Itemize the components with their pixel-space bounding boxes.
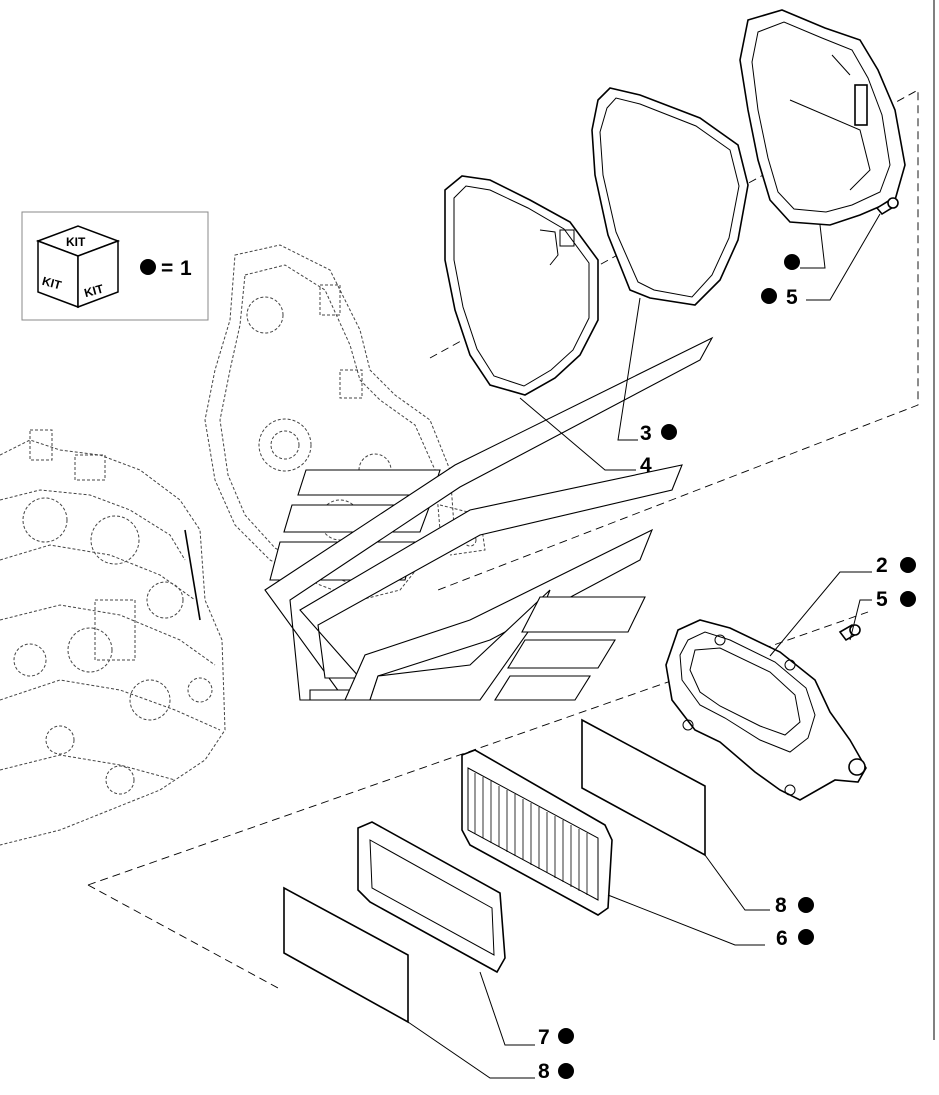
filter-cover-part-2	[665, 619, 867, 801]
timing-cover-ghost	[204, 244, 486, 601]
callout-dot-gasket-3	[661, 424, 677, 440]
kit-dot-icon	[140, 259, 156, 275]
callout-dot-filter-cover	[900, 557, 916, 573]
frame-gasket-part-7	[357, 821, 506, 974]
brand-logo-graphic	[264, 336, 714, 701]
callout-dot-sheet-lower	[558, 1063, 574, 1079]
engine-block-ghost	[0, 429, 226, 846]
callout-dot-bolt-top	[761, 288, 777, 304]
gasket-part-4	[444, 175, 599, 396]
callout-labels: 5 3 4 2 5 8 6 7 8	[538, 254, 916, 1083]
kit-legend: KIT KIT KIT = 1	[21, 211, 209, 321]
gasket-part-3	[591, 87, 749, 306]
kit-cube-icon	[35, 225, 121, 309]
callout-dot-frame-gasket	[558, 1028, 574, 1044]
callout-sheet-upper: 8	[775, 894, 787, 917]
callout-gasket-3: 3	[640, 422, 652, 445]
kit-label-right: KIT	[83, 281, 106, 300]
callout-bolt-mid: 5	[876, 588, 888, 611]
kit-quantity: 1	[180, 257, 192, 280]
callout-dot-bolt-mid	[900, 591, 916, 607]
bolt-top-icon	[875, 197, 899, 216]
callout-frame-gasket: 7	[538, 1026, 550, 1049]
kit-label-left: KIT	[41, 274, 64, 293]
kit-equals: =	[161, 257, 173, 280]
filter-element-part-6	[461, 749, 613, 916]
callout-filter-element: 6	[776, 927, 788, 950]
callout-filter-cover: 2	[876, 554, 888, 577]
rear-gasket-part	[739, 9, 906, 226]
callout-dot-sheet-upper	[798, 897, 814, 913]
callout-gasket-4: 4	[640, 454, 652, 477]
callout-sheet-lower: 8	[538, 1060, 550, 1083]
callout-dot-rear-gasket	[784, 254, 800, 270]
bolt-mid-icon	[838, 623, 861, 642]
callout-dot-filter-element	[798, 929, 814, 945]
kit-label-top: KIT	[66, 235, 86, 249]
callout-bolt-top: 5	[786, 286, 798, 309]
leader-lines	[407, 213, 881, 1079]
